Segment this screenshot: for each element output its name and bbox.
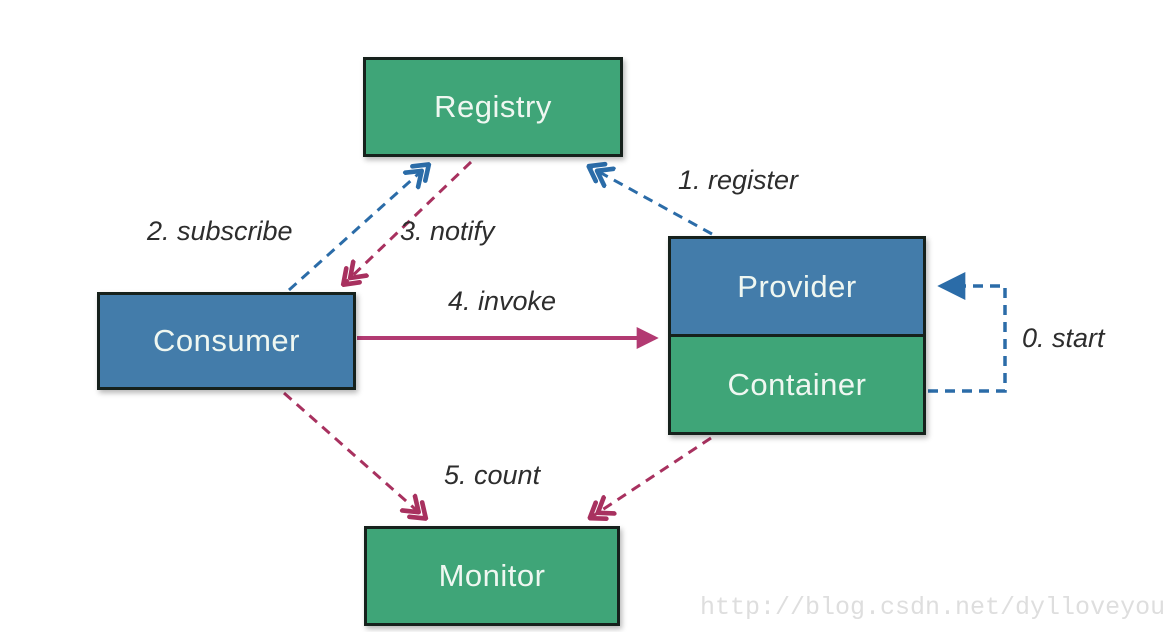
- arrow-count-consumer: [283, 391, 423, 516]
- edge-label-invoke: 4. invoke: [448, 286, 557, 316]
- edge-label-register: 1. register: [678, 165, 799, 195]
- node-provider: Provider: [671, 239, 923, 337]
- node-container: Container: [671, 337, 923, 432]
- watermark-text: http://blog.csdn.net/dylloveyou: [700, 593, 1166, 622]
- edge-label-count: 5. count: [444, 460, 541, 490]
- arrow-subscribe: [287, 167, 426, 292]
- node-consumer-label: Consumer: [153, 323, 300, 358]
- edge-label-start: 0. start: [1022, 323, 1105, 353]
- node-registry: Registry: [363, 57, 623, 157]
- arrow-start: [928, 272, 1007, 393]
- node-container-label: Container: [727, 366, 867, 402]
- node-provider-container-stack: Provider Container: [668, 236, 926, 435]
- node-monitor: Monitor: [364, 526, 620, 626]
- edge-label-subscribe: 2. subscribe: [147, 216, 293, 246]
- edge-label-notify: 3. notify: [400, 216, 495, 246]
- node-monitor-label: Monitor: [438, 558, 546, 593]
- arrow-register: [592, 168, 713, 236]
- node-registry-label: Registry: [434, 89, 552, 124]
- node-consumer: Consumer: [97, 292, 356, 390]
- arrow-count-container: [593, 436, 712, 516]
- node-provider-label: Provider: [737, 268, 857, 304]
- arrow-notify: [346, 160, 473, 282]
